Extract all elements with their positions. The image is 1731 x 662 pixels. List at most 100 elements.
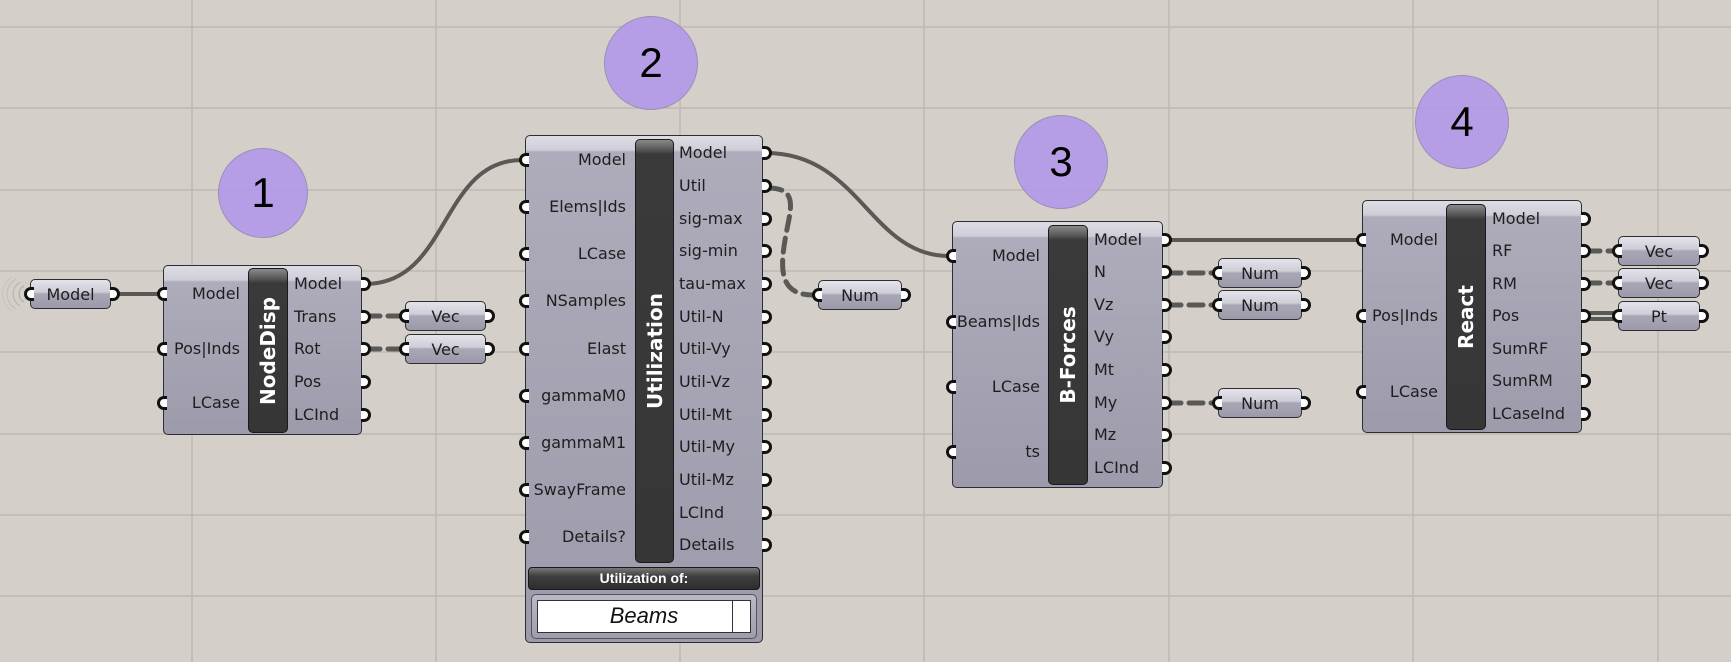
vec-param-trans[interactable]: Vec (405, 301, 486, 331)
input-grip[interactable] (1356, 385, 1366, 399)
input-grip[interactable] (519, 247, 529, 261)
input-grip[interactable] (946, 315, 956, 329)
react-component[interactable]: React (1362, 200, 1582, 433)
input-grip[interactable] (519, 483, 529, 497)
dropdown-button[interactable] (732, 601, 750, 632)
input-grip[interactable] (1612, 309, 1622, 323)
input-grip[interactable] (1356, 233, 1366, 247)
num-param-my[interactable]: Num (1218, 388, 1302, 418)
wire-util-to-num[interactable] (765, 185, 816, 298)
wire-nodedisp-to-utilization[interactable] (363, 158, 524, 286)
react-title-bar[interactable]: React (1446, 204, 1486, 430)
output-grip[interactable] (1581, 407, 1591, 421)
output-grip[interactable] (762, 408, 772, 422)
nodedisp-title-bar[interactable]: NodeDisp (248, 268, 288, 433)
input-grip[interactable] (519, 389, 529, 403)
output-grip[interactable] (361, 408, 371, 422)
bforces-component[interactable]: B-Forces (952, 221, 1163, 488)
num-param-n[interactable]: Num (1218, 258, 1302, 288)
output-grip[interactable] (762, 473, 772, 487)
output-grip[interactable] (1699, 244, 1709, 258)
output-grip[interactable] (1301, 298, 1311, 312)
input-grip[interactable] (399, 309, 409, 323)
output-grip[interactable] (762, 277, 772, 291)
output-grip[interactable] (485, 309, 495, 323)
output-grip[interactable] (361, 342, 371, 356)
output-grip[interactable] (762, 146, 772, 160)
vec-param-rm[interactable]: Vec (1618, 268, 1700, 298)
input-grip[interactable] (1612, 276, 1622, 290)
input-grip[interactable] (812, 288, 822, 302)
input-grip[interactable] (519, 530, 529, 544)
output-grip[interactable] (1162, 298, 1172, 312)
input-grip[interactable] (519, 153, 529, 167)
model-param[interactable]: Model (30, 279, 111, 309)
output-grip[interactable] (1162, 363, 1172, 377)
num-param-util[interactable]: Num (818, 280, 902, 310)
input-grip[interactable] (24, 287, 34, 301)
output-grip[interactable] (1581, 244, 1591, 258)
output-grip[interactable] (1301, 266, 1311, 280)
input-grip[interactable] (1212, 266, 1222, 280)
pt-param-pos[interactable]: Pt (1618, 301, 1700, 331)
vec-param-rot[interactable]: Vec (405, 334, 486, 364)
output-grip[interactable] (762, 440, 772, 454)
utilization-input-gammam1: gammaM1 (541, 433, 626, 452)
output-grip[interactable] (762, 244, 772, 258)
wire-utilization-to-bforces[interactable] (764, 151, 951, 258)
output-grip[interactable] (1581, 309, 1591, 323)
output-grip[interactable] (361, 277, 371, 291)
bforces-output-my: My (1094, 393, 1118, 412)
output-grip[interactable] (762, 179, 772, 193)
input-grip[interactable] (519, 436, 529, 450)
input-grip[interactable] (1612, 244, 1622, 258)
output-grip[interactable] (361, 310, 371, 324)
utilization-of-dropdown[interactable]: Beams (537, 600, 751, 633)
bforces-input-model: Model (991, 246, 1040, 265)
output-grip[interactable] (1581, 342, 1591, 356)
output-grip[interactable] (1162, 396, 1172, 410)
input-grip[interactable] (1356, 309, 1366, 323)
input-grip[interactable] (1212, 396, 1222, 410)
input-grip[interactable] (157, 342, 167, 356)
utilization-title-bar[interactable]: Utilization (635, 139, 674, 563)
output-grip[interactable] (110, 287, 120, 301)
output-grip[interactable] (1301, 396, 1311, 410)
output-grip[interactable] (1162, 461, 1172, 475)
react-output-pos: Pos (1492, 306, 1520, 325)
input-grip[interactable] (946, 445, 956, 459)
output-grip[interactable] (1699, 309, 1709, 323)
output-grip[interactable] (361, 375, 371, 389)
output-grip[interactable] (1162, 265, 1172, 279)
output-grip[interactable] (1581, 212, 1591, 226)
output-grip[interactable] (1699, 276, 1709, 290)
input-grip[interactable] (946, 249, 956, 263)
output-grip[interactable] (762, 538, 772, 552)
output-grip[interactable] (762, 342, 772, 356)
output-grip[interactable] (762, 212, 772, 226)
input-grip[interactable] (519, 342, 529, 356)
param-label: Num (1241, 393, 1279, 413)
dropdown-value: Beams (609, 603, 679, 628)
input-grip[interactable] (399, 342, 409, 356)
utilization-component[interactable]: Utilization Utilization of: Beams (525, 135, 763, 643)
output-grip[interactable] (1581, 277, 1591, 291)
output-grip[interactable] (901, 288, 911, 302)
output-grip[interactable] (762, 375, 772, 389)
input-grip[interactable] (157, 287, 167, 301)
input-grip[interactable] (1212, 298, 1222, 312)
input-grip[interactable] (946, 380, 956, 394)
output-grip[interactable] (1162, 330, 1172, 344)
input-grip[interactable] (519, 200, 529, 214)
vec-param-rf[interactable]: Vec (1618, 236, 1700, 266)
output-grip[interactable] (762, 310, 772, 324)
input-grip[interactable] (157, 396, 167, 410)
num-param-vz[interactable]: Num (1218, 290, 1302, 320)
output-grip[interactable] (485, 342, 495, 356)
output-grip[interactable] (1162, 233, 1172, 247)
input-grip[interactable] (519, 294, 529, 308)
bforces-title-bar[interactable]: B-Forces (1048, 225, 1088, 485)
output-grip[interactable] (1162, 428, 1172, 442)
output-grip[interactable] (1581, 374, 1591, 388)
output-grip[interactable] (762, 506, 772, 520)
